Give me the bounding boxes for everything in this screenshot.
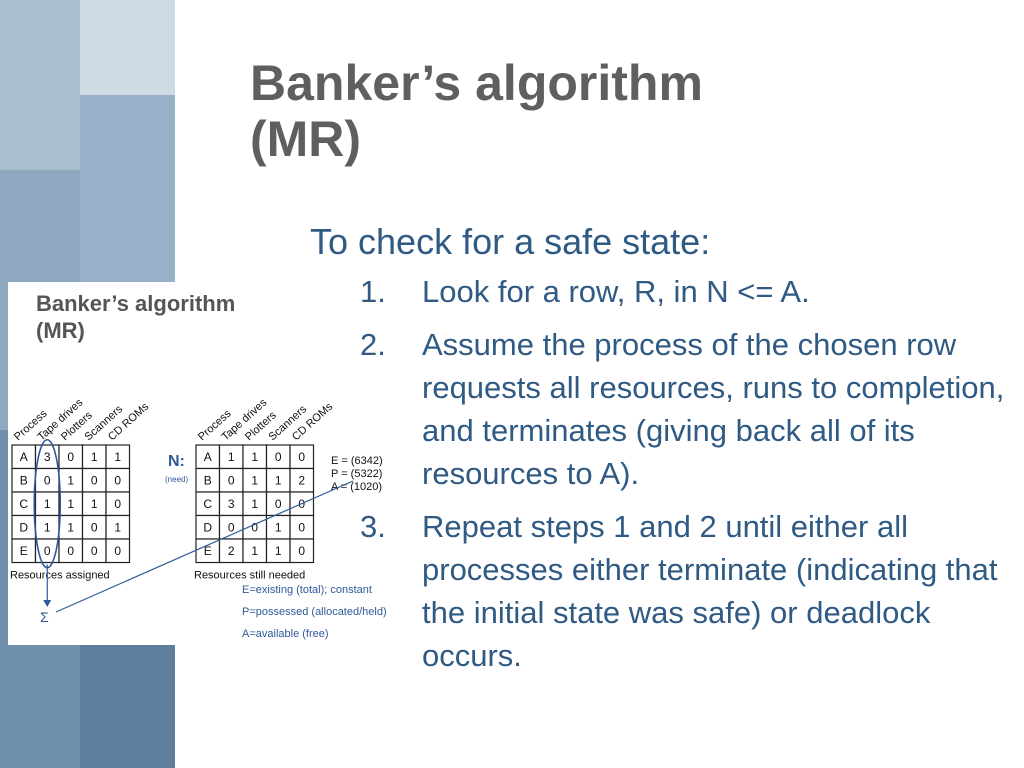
needed-matrix-cell-value: 1 <box>251 497 258 511</box>
steps-list: 1. Look for a row, R, in N <= A. 2. Assu… <box>310 270 1010 677</box>
slide-body: To check for a safe state: 1. Look for a… <box>310 220 1010 687</box>
needed-matrix-cell-value: C <box>203 497 212 511</box>
assigned-matrix-cell-value: 1 <box>114 521 121 535</box>
needed-matrix-cell-value: D <box>203 521 212 535</box>
assigned-matrix-cell-value: 0 <box>91 544 98 558</box>
slide-title-line: (MR) <box>250 111 362 167</box>
needed-matrix-cell-value: 0 <box>298 544 305 558</box>
assigned-matrix-cell-value: E <box>20 544 28 558</box>
needed-matrix-cell-value: 0 <box>298 521 305 535</box>
assigned-matrix-cell-value: 0 <box>114 474 121 488</box>
assigned-matrix-cell-value: 0 <box>91 521 98 535</box>
needed-matrix-cell-value: 1 <box>228 450 235 464</box>
needed-matrix-cell-value: 1 <box>275 521 282 535</box>
needed-matrix-caption: Resources still needed <box>194 570 305 582</box>
need-sublabel: (need) <box>165 475 188 484</box>
needed-matrix-cell-value: 3 <box>228 497 235 511</box>
assigned-matrix-cell-value: 0 <box>114 497 121 511</box>
assigned-matrix-cell-value: 0 <box>44 474 51 488</box>
assigned-matrix-cell-value: 1 <box>91 450 98 464</box>
figure-title-line: Banker’s algorithm <box>36 291 236 316</box>
needed-matrix-cell-value: B <box>204 474 212 488</box>
assigned-matrix-cell <box>105 538 131 564</box>
vector-label: E = (6342) <box>331 455 383 467</box>
vector-label: A = (1020) <box>331 481 382 493</box>
needed-matrix-cell-value: E <box>204 544 212 558</box>
needed-matrix-cell-value: 0 <box>228 474 235 488</box>
assigned-matrix-cell-value: 3 <box>44 450 51 464</box>
step-item: 1. Look for a row, R, in N <= A. <box>310 270 1010 313</box>
needed-matrix-cell-value: 1 <box>251 450 258 464</box>
slide-title-line: Banker’s algorithm <box>250 55 703 111</box>
needed-matrix-cell-value: 0 <box>275 497 282 511</box>
assigned-matrix-cell-value: 1 <box>44 521 51 535</box>
needed-matrix-cell-value: 1 <box>275 544 282 558</box>
needed-matrix-cell-value: 2 <box>298 474 305 488</box>
assigned-matrix-cell-value: 0 <box>67 450 74 464</box>
assigned-matrix-cell-value: 0 <box>91 474 98 488</box>
step-text: Repeat steps 1 and 2 until either all pr… <box>422 509 998 673</box>
figure-title-line: (MR) <box>36 318 85 343</box>
step-item: 3. Repeat steps 1 and 2 until either all… <box>310 505 1010 677</box>
assigned-matrix-cell-value: 1 <box>67 497 74 511</box>
slide-title: Banker’s algorithm (MR) <box>250 55 703 167</box>
need-label: N: <box>168 453 185 470</box>
assigned-matrix-cell-value: 0 <box>44 544 51 558</box>
step-number: 2. <box>360 327 386 362</box>
assigned-matrix-cell-value: 0 <box>114 544 121 558</box>
step-item: 2. Assume the process of the chosen row … <box>310 323 1010 495</box>
needed-matrix-cell-value: A <box>204 450 212 464</box>
legend-item: A=available (free) <box>242 628 329 640</box>
needed-matrix-cell-value: 1 <box>275 474 282 488</box>
legend-item: E=existing (total); constant <box>242 584 372 596</box>
sum-symbol: Σ <box>40 609 49 625</box>
assigned-matrix-cell-value: D <box>19 521 28 535</box>
needed-matrix-cell-value: 2 <box>228 544 235 558</box>
needed-matrix-cell-value: 0 <box>275 450 282 464</box>
step-number: 1. <box>360 274 386 309</box>
assigned-matrix-caption: Resources assigned <box>10 570 110 582</box>
legend-item: P=possessed (allocated/held) <box>242 606 387 618</box>
lead-text: To check for a safe state: <box>310 221 711 262</box>
needed-matrix-cell <box>289 538 315 564</box>
needed-matrix-cell-value: 1 <box>251 474 258 488</box>
needed-matrix-cell-value: 0 <box>228 521 235 535</box>
assigned-matrix-cell-value: 1 <box>44 497 51 511</box>
assigned-matrix-cell-value: 1 <box>114 450 121 464</box>
figure-title: Banker’s algorithm (MR) <box>36 290 235 344</box>
needed-matrix-cell-value: 0 <box>298 450 305 464</box>
assigned-matrix-cell-value: A <box>20 450 28 464</box>
step-text: Look for a row, R, in N <= A. <box>422 274 810 309</box>
assigned-matrix-cell-value: 1 <box>67 474 74 488</box>
assigned-matrix-cell-value: B <box>20 474 28 488</box>
assigned-matrix-cell-value: 1 <box>67 521 74 535</box>
needed-matrix-cell-value: 1 <box>251 544 258 558</box>
assigned-matrix-cell-value: 1 <box>91 497 98 511</box>
assigned-matrix-cell-value: C <box>19 497 28 511</box>
needed-matrix-cell-value: 0 <box>251 521 258 535</box>
step-number: 3. <box>360 509 386 544</box>
sum-arrow-head <box>43 600 52 607</box>
vector-label: P = (5322) <box>331 468 382 480</box>
assigned-matrix-cell-value: 0 <box>67 544 74 558</box>
step-text: Assume the process of the chosen row req… <box>422 327 1005 491</box>
sum-to-p-line <box>55 480 354 613</box>
